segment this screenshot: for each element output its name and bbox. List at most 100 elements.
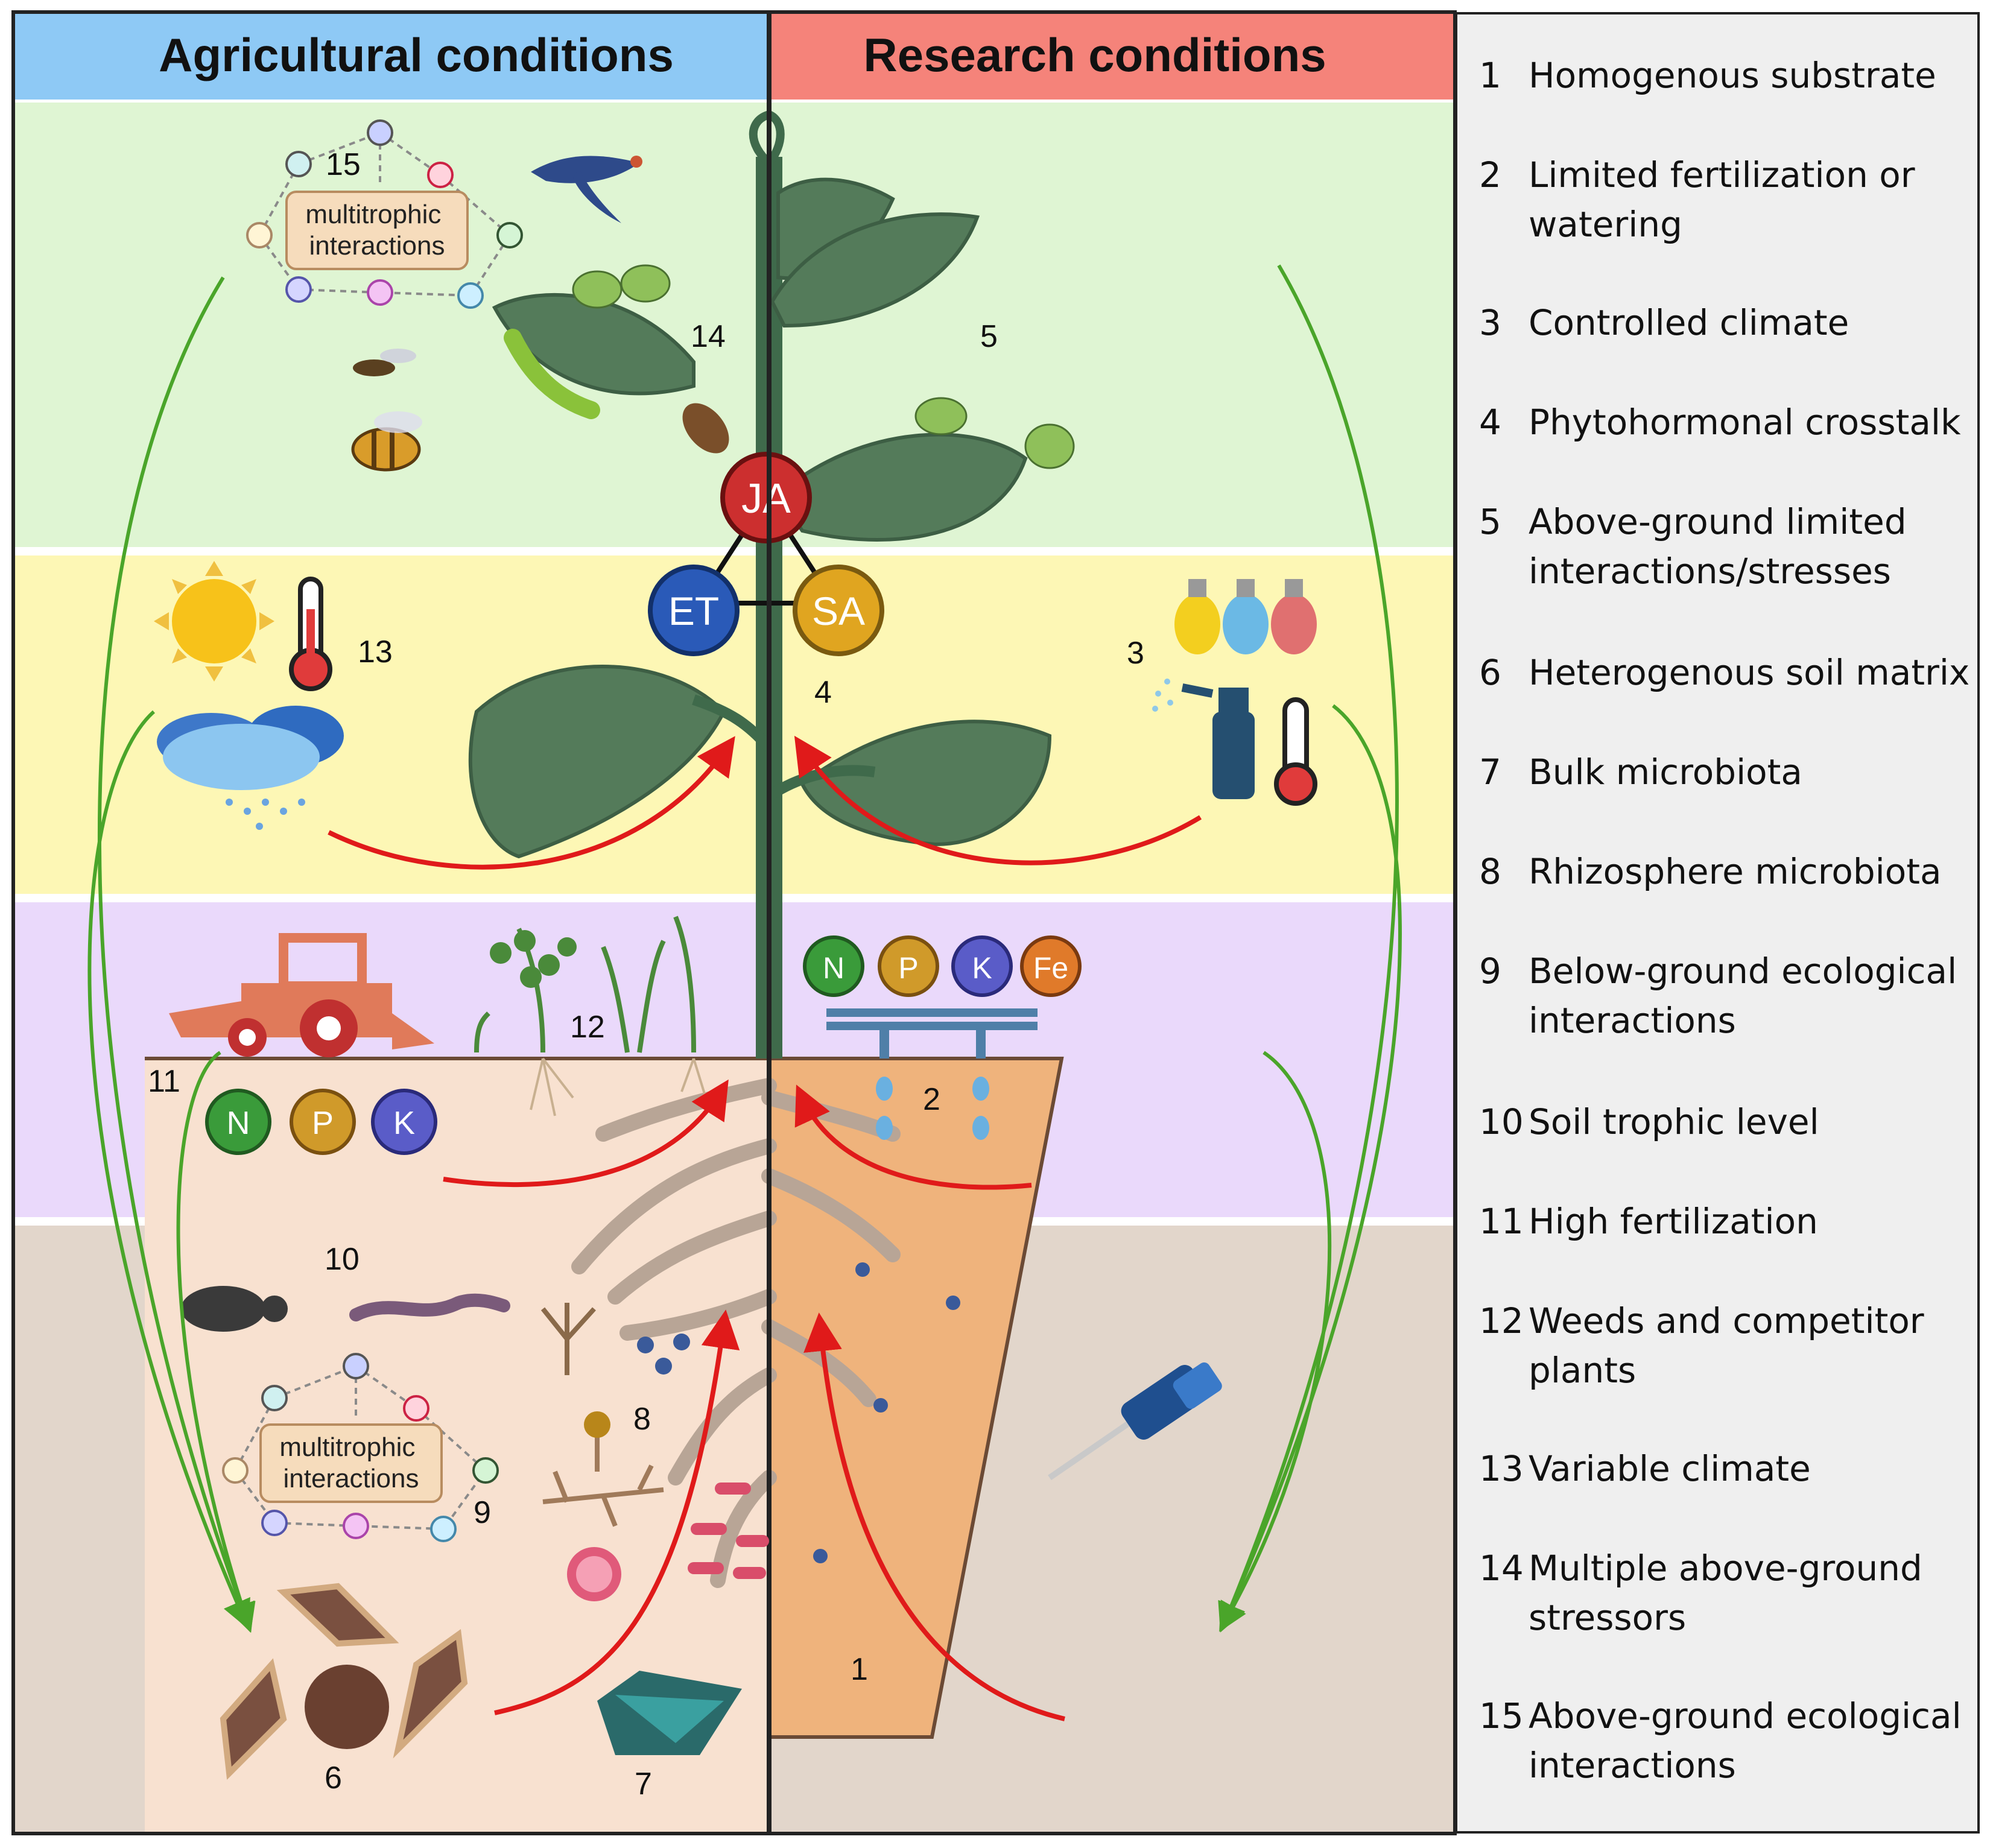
legend-item-text: Homogenous substrate [1529, 55, 1936, 96]
legend-item-number: 2 [1479, 154, 1501, 195]
bulk-microbiota-icon [597, 1671, 742, 1755]
legend-item-text: Rhizosphere microbiota [1529, 851, 1942, 892]
legend-item-text: Soil trophic level [1529, 1101, 1819, 1142]
legend-item-number: 6 [1479, 652, 1501, 693]
band-divider-2 [13, 894, 1455, 902]
rhizosphere-bacteria-icon [637, 1262, 960, 1563]
beetle-icon [181, 1286, 288, 1332]
nutrient-n-left [205, 1089, 271, 1155]
bird-icon [531, 156, 642, 223]
diagram-number-9: 9 [474, 1495, 491, 1530]
hormone-et-label: ET [668, 589, 719, 633]
nutrient-fe-right [1020, 935, 1082, 997]
sun-icon [154, 561, 274, 682]
diagram-number-6: 6 [325, 1761, 342, 1796]
legend-item: 7 Bulk microbiota [1479, 747, 1802, 797]
hormone-et-circle [648, 565, 740, 656]
multitrophic-label-top: multitrophic interactions [305, 200, 448, 261]
weed-roots [530, 1057, 707, 1116]
legend-item-text: Controlled climate [1529, 302, 1849, 343]
hormone-sa-label: SA [812, 589, 865, 633]
bacteria-rods-icon [688, 1483, 769, 1579]
water-drops-icon [876, 1077, 989, 1140]
pipette-icon [1048, 1362, 1222, 1481]
diagram-number-8: 8 [633, 1402, 651, 1437]
nutrient-label-soil: K [393, 1105, 415, 1141]
legend-item-number: 5 [1479, 501, 1501, 542]
diagram-number-15: 15 [326, 147, 361, 182]
nutrient-label-soil: N [227, 1105, 250, 1141]
legend-item: 8 Rhizosphere microbiota [1479, 847, 1942, 896]
nutrient-k-right [951, 935, 1013, 997]
legend-item: 3 Controlled climate [1479, 298, 1849, 347]
legend-item-number: 7 [1479, 752, 1501, 793]
legend-item: 9 Below-ground ecological interactions [1479, 946, 1957, 1045]
red-arrows [328, 735, 1202, 1721]
legend-item-number: 14 [1479, 1548, 1524, 1589]
legend-item-number: 12 [1479, 1300, 1524, 1341]
legend-item-text: Above-ground limited interactions/stress… [1529, 501, 1907, 592]
wasp-icon [353, 349, 416, 376]
thermometer-icon-left [289, 577, 332, 691]
legend-item-text: High fertilization [1529, 1201, 1818, 1242]
multitrophic-label-bottom: multitrophic interactions [279, 1432, 422, 1493]
nutrient-label-pot: K [972, 951, 992, 985]
nutrient-k-left [371, 1089, 437, 1155]
legend-item-number: 15 [1479, 1695, 1524, 1736]
legend-item-text: Below-ground ecological interactions [1529, 951, 1957, 1041]
spore-icon [584, 1411, 610, 1438]
hormone-ja-label: JA [741, 475, 791, 522]
diagram-number-5: 5 [980, 319, 998, 354]
header-right-bg [769, 12, 1455, 100]
beetle-leaf-icon [682, 403, 729, 454]
bee-icon [351, 411, 422, 472]
nutrient-n-right [803, 935, 864, 997]
virus-icon [567, 1547, 621, 1601]
multitrophic-network-top [246, 119, 523, 309]
tractor-icon [169, 933, 434, 1057]
legend-item-text: Weeds and competitor plants [1529, 1300, 1924, 1391]
diagram-number-11: 11 [148, 1064, 180, 1099]
diagram-number-14: 14 [691, 319, 726, 354]
plant-leaves [468, 177, 1052, 859]
legend-item-number: 8 [1479, 851, 1501, 892]
diagram-number-10: 10 [325, 1242, 360, 1277]
hormone-sa-circle [793, 565, 884, 656]
legend-item-text: Multiple above-ground stressors [1529, 1548, 1922, 1638]
nutrient-label-pot: N [823, 951, 844, 985]
caterpillar-icon [504, 329, 600, 419]
header-research: Research conditions [863, 28, 1326, 81]
hormone-ja-circle [720, 452, 812, 543]
nutrient-p-left [290, 1089, 356, 1155]
nutrient-label-pot: Fe [1033, 951, 1068, 985]
spray-bottle-icon [1152, 679, 1255, 799]
diagram-number-12: 12 [570, 1010, 605, 1045]
diagram-number-2: 2 [923, 1082, 940, 1117]
leaf-stem-left [692, 694, 773, 752]
green-arrows [87, 264, 1402, 1633]
legend-item-text: Above-ground ecological interactions [1529, 1695, 1962, 1786]
legend-item-text: Bulk microbiota [1529, 752, 1802, 793]
earthworm-icon [349, 1293, 510, 1321]
dead-plant-icon [540, 1303, 596, 1375]
nutrient-label-pot: P [898, 951, 918, 985]
legend-item-number: 10 [1479, 1101, 1524, 1142]
header-left-bg [13, 12, 769, 100]
legend-item-number: 3 [1479, 302, 1501, 343]
cloud-rain-icon [157, 706, 344, 830]
diagram-number-4: 4 [814, 675, 832, 710]
diagram-number-7: 7 [635, 1767, 652, 1802]
nutrients-soil: N P K [205, 1089, 437, 1155]
irrigation-pipe-icon [826, 1008, 1038, 1058]
diagram-number-13: 13 [358, 634, 393, 669]
legend-item-number: 9 [1479, 951, 1501, 992]
